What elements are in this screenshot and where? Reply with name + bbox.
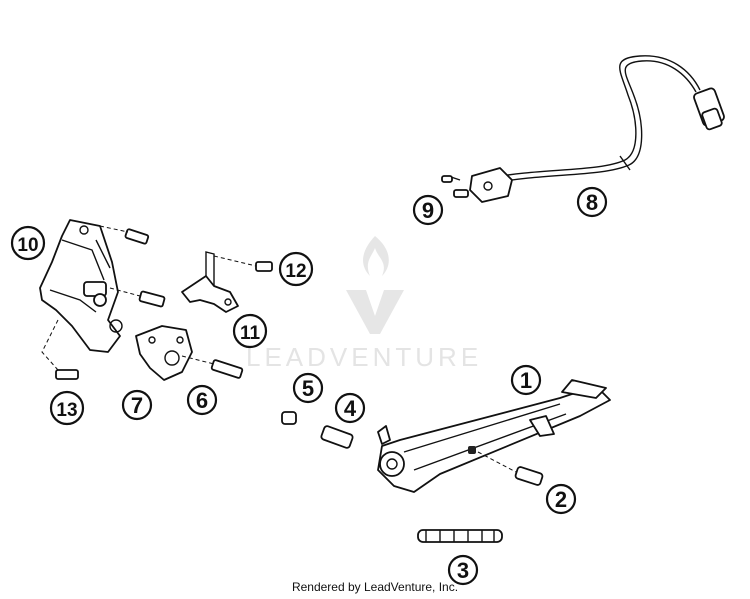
callout-label: 7: [131, 393, 143, 418]
callout-label: 13: [56, 400, 77, 421]
callout-13: 13: [49, 390, 85, 426]
callout-10: 10: [10, 225, 46, 261]
part-4-spacer: [320, 425, 354, 449]
callout-11: 11: [232, 313, 268, 349]
part-3-spring: [417, 529, 503, 543]
part-1-side-stand: [377, 379, 611, 493]
callout-label: 6: [196, 388, 208, 413]
callout-7: 7: [121, 389, 153, 421]
callout-label: 5: [302, 376, 314, 401]
callout-2: 2: [545, 483, 577, 515]
callout-label: 12: [285, 261, 306, 282]
part-10-bracket: [39, 219, 123, 353]
callout-3: 3: [447, 554, 479, 586]
part-5-nut: [281, 411, 297, 425]
callout-label: 8: [586, 190, 598, 215]
callout-4: 4: [334, 392, 366, 424]
callout-label: 10: [17, 235, 38, 256]
callout-label: 9: [422, 198, 434, 223]
watermark-text: LEADVENTURE: [246, 342, 482, 372]
callout-9: 9: [412, 194, 444, 226]
part-7-plate: [135, 325, 193, 381]
v-logo-icon: [346, 290, 404, 334]
callout-label: 11: [240, 323, 261, 344]
bolt-top: [99, 225, 150, 245]
callout-6: 6: [186, 384, 218, 416]
bolt-middle: [109, 287, 166, 308]
render-credit: Rendered by LeadVenture, Inc.: [292, 580, 458, 594]
callout-label: 1: [520, 368, 532, 393]
part-12-bolt: [213, 255, 273, 272]
callout-1: 1: [510, 364, 542, 396]
callout-8: 8: [576, 186, 608, 218]
callout-12: 12: [278, 251, 314, 287]
callout-5: 5: [292, 372, 324, 404]
callout-label: 4: [344, 396, 357, 421]
part-2-bolt: [477, 451, 544, 486]
part-6-bolt: [181, 355, 244, 379]
callout-label: 2: [555, 487, 567, 512]
callout-label: 3: [457, 558, 469, 583]
part-13-bolt: [41, 319, 79, 380]
leadventure-watermark: LEADVENTURE: [246, 236, 482, 372]
part-11-bracket: [181, 251, 239, 313]
part-8-sidestand-switch: [441, 55, 725, 203]
flame-icon: [363, 236, 389, 276]
